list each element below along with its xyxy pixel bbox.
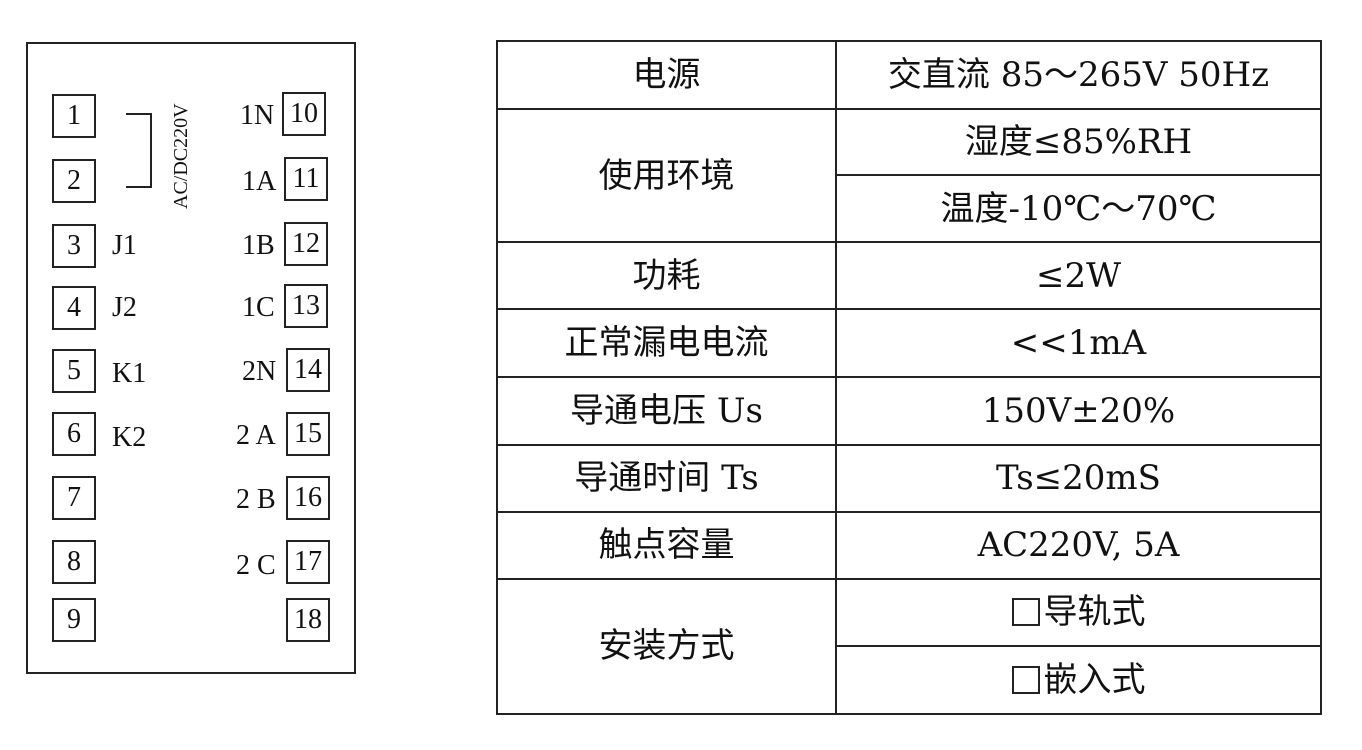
spec-value-leakage: <<1mA [835,308,1322,379]
terminal-15-label: 2 A [236,420,276,451]
spec-value-conduction-voltage: 150V±20% [835,376,1322,446]
spec-key-power: 电源 [496,39,837,111]
spec-value-consumption: ≤2W [835,241,1322,311]
spec-key-consumption: 功耗 [496,241,837,311]
spec-value-mounting-embedded: 嵌入式 [835,644,1322,716]
terminal-7: 7 [52,476,96,520]
spec-value-humidity: 湿度≤85%RH [835,108,1322,177]
mounting-option-rail: 导轨式 [1043,592,1146,633]
table-row: 电源 交直流 85～265V 50Hz [496,39,1322,111]
terminal-10-label: 1N [240,100,275,131]
terminal-diagram: AC/DC220V 1 2 3 J1 4 J2 5 K1 6 K2 7 8 9 … [26,42,356,674]
terminal-13: 13 [284,284,328,328]
table-row: 正常漏电电流 <<1mA [496,308,1322,379]
terminal-10: 10 [282,92,326,136]
terminal-9: 9 [52,598,96,642]
spec-key-conduction-voltage: 导通电压 Us [496,376,837,446]
table-row: 导通时间 Ts Ts≤20mS [496,443,1322,513]
terminal-12: 12 [284,222,328,266]
table-row: 安装方式 导轨式 [496,577,1322,716]
terminal-1: 1 [52,94,96,138]
terminal-16: 16 [286,476,330,520]
spec-key-mounting: 安装方式 [496,577,837,716]
table-row: 功耗 ≤2W [496,241,1322,311]
spec-key-leakage: 正常漏电电流 [496,308,837,379]
terminal-15: 15 [286,412,330,456]
terminal-14-label: 2N [242,356,277,387]
table-row: 温度-10℃～70℃ [497,174,1322,244]
terminal-3-label: J1 [112,230,137,261]
terminal-16-label: 2 B [236,484,276,515]
table-row: 触点容量 AC220V, 5A [496,510,1322,580]
power-label: AC/DC220V [170,103,192,209]
terminal-11: 11 [284,157,328,201]
spec-table: 电源 交直流 85～265V 50Hz 使用环境 湿度≤85%RH 温度-10℃… [496,39,1322,716]
mounting-option-embedded: 嵌入式 [1043,659,1146,700]
spec-key-environment: 使用环境 [496,108,837,244]
terminal-3: 3 [52,224,96,268]
spec-value-temperature: 温度-10℃～70℃ [835,174,1322,244]
spec-value-mounting-rail: 导轨式 [835,577,1322,647]
terminal-11-label: 1A [242,166,277,197]
terminal-13-label: 1C [242,292,275,323]
terminal-17: 17 [286,540,330,584]
terminal-4: 4 [52,286,96,330]
terminal-6-label: K2 [112,422,147,453]
terminal-2: 2 [52,159,96,203]
terminal-14: 14 [286,348,330,392]
checkbox-icon [1011,598,1040,627]
terminal-8: 8 [52,540,96,584]
table-row: 导通电压 Us 150V±20% [496,376,1322,446]
power-bracket [126,113,152,188]
terminal-12-label: 1B [242,230,275,261]
spec-key-contact-capacity: 触点容量 [496,510,837,580]
spec-value-power: 交直流 85～265V 50Hz [835,39,1322,111]
terminal-17-label: 2 C [236,550,276,581]
checkbox-icon [1011,665,1040,694]
terminal-5: 5 [52,349,96,393]
spec-value-contact-capacity: AC220V, 5A [835,510,1322,580]
spec-value-conduction-time: Ts≤20mS [835,443,1322,513]
terminal-4-label: J2 [112,292,137,323]
spec-key-conduction-time: 导通时间 Ts [496,443,837,513]
terminal-5-label: K1 [112,358,147,389]
table-row: 嵌入式 [497,644,1322,716]
table-row: 使用环境 湿度≤85%RH [496,108,1322,244]
terminal-18: 18 [286,598,330,642]
terminal-6: 6 [52,412,96,456]
